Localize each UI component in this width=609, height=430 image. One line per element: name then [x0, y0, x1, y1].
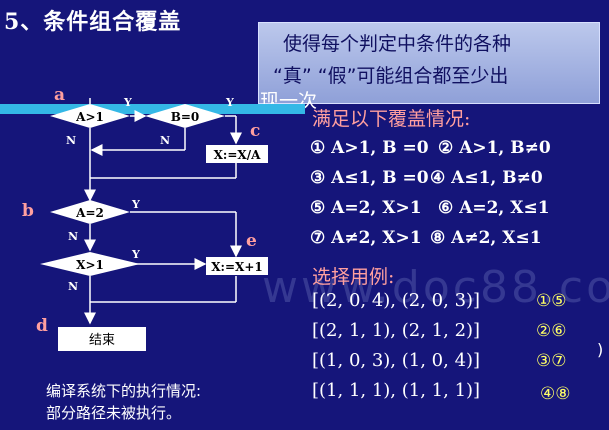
stray-paren: ): [597, 340, 604, 359]
test-case-2-coverage: ②⑥: [536, 321, 567, 341]
callout-line-1: 使得每个判定中条件的各种: [283, 33, 512, 55]
combo-8: ⑧ A≠2, X≤1: [430, 228, 542, 248]
definition-callout: 使得每个判定中条件的各种 “真” “假”可能组合都至少出: [258, 22, 600, 104]
no-label-2: N: [160, 134, 170, 147]
select-header: 选择用例:: [312, 266, 395, 288]
no-label-3: N: [68, 230, 78, 243]
slide-title: 5、条件组合覆盖: [4, 9, 182, 35]
decision-a-eq-2: [50, 200, 130, 224]
cond-b-eq-0-label: B=0: [171, 110, 200, 124]
no-label-1: N: [66, 134, 76, 147]
point-b-label: b: [22, 201, 34, 221]
test-case-4-coverage: ④⑧: [540, 384, 571, 404]
yes-label-1: Y: [123, 96, 132, 109]
coverage-header: 满足以下覆盖情况:: [312, 108, 471, 130]
cond-a-eq-2-label: A=2: [75, 206, 104, 220]
combo-3: ③ A≤1, B =0: [310, 168, 429, 188]
decision-b-eq-0: [145, 104, 225, 128]
decision-x-gt-1: [40, 252, 140, 276]
combo-4: ④ A≤1, B≠0: [430, 168, 543, 188]
footer-line-1: 编译系统下的执行情况:: [46, 382, 202, 400]
decision-a-gt-1: [50, 104, 130, 128]
process-x-plus-1: [206, 257, 268, 275]
watermark: www.doc88.com: [262, 262, 609, 313]
combo-5: ⑤ A=2, X>1: [310, 198, 422, 218]
point-a-label: a: [54, 85, 65, 105]
test-case-1: [(2, 0, 4), (2, 0, 3)]: [312, 290, 481, 311]
end-label: 结束: [89, 333, 115, 348]
box-x-div-a-label: X:=X/A: [214, 148, 261, 162]
process-x-div-a: [206, 145, 268, 163]
cond-a-gt-1-label: A>1: [75, 110, 104, 124]
yes-label-3: Y: [131, 198, 140, 211]
combo-7: ⑦ A≠2, X>1: [310, 228, 422, 248]
combo-6: ⑥ A=2, X≤1: [438, 198, 550, 218]
accent-bar: [0, 104, 305, 114]
test-case-3-coverage: ③⑦: [536, 351, 567, 371]
test-case-3: [(1, 0, 3), (1, 0, 4)]: [312, 350, 481, 371]
point-e-label: e: [246, 231, 257, 251]
yes-label-4: Y: [131, 248, 140, 261]
test-case-4: [(1, 1, 1), (1, 1, 1)]: [312, 380, 481, 401]
callout-line-2: “真” “假”可能组合都至少出: [273, 65, 509, 87]
footer-line-2: 部分路径未被执行。: [46, 404, 182, 422]
yes-label-2: Y: [225, 96, 234, 109]
cond-x-gt-1-label: X>1: [76, 258, 104, 272]
test-case-1-coverage: ①⑤: [536, 291, 567, 311]
end-terminal: [58, 327, 146, 351]
combo-1: ① A>1, B =0: [310, 138, 429, 158]
no-label-4: N: [68, 280, 78, 293]
point-d-label: d: [36, 316, 48, 336]
combo-2: ② A>1, B≠0: [438, 138, 551, 158]
test-case-2: [(2, 1, 1), (2, 1, 2)]: [312, 320, 481, 341]
box-x-plus-1-label: X:=X+1: [211, 260, 263, 274]
point-c-label: c: [250, 121, 260, 141]
